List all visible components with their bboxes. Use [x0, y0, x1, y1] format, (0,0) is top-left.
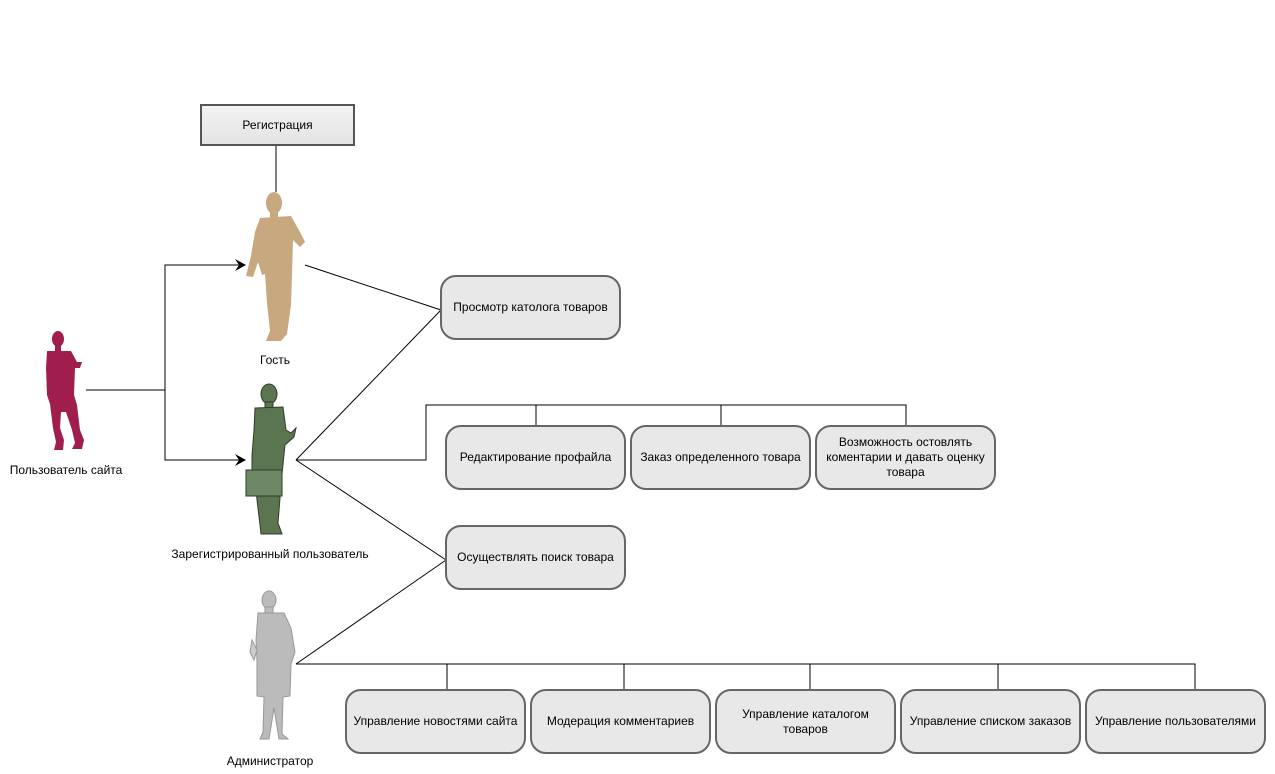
connector-registered-search — [295, 459, 447, 561]
guest-figure — [246, 192, 305, 341]
connector-user-to-registered — [164, 390, 243, 461]
connector-guest-catalog — [304, 264, 442, 311]
connector-registered-catalog — [295, 309, 442, 461]
search-box: Осуществлять поиск товара — [445, 525, 626, 590]
guest-label: Гость — [259, 353, 291, 367]
registered-user-figure — [245, 383, 297, 535]
registered-user-label: Зарегистрированный пользователь — [171, 547, 369, 561]
connector-admin-search — [295, 559, 447, 665]
profile-edit-box: Редактирование профайла — [445, 425, 626, 490]
connector-registered-bus — [296, 404, 907, 461]
comment-moderation-box: Модерация комментариев — [530, 689, 711, 754]
users-management-box: Управление пользователями — [1085, 689, 1266, 754]
comments-rating-box: Возможность остовлять коментарии и дават… — [815, 425, 996, 490]
registration-box: Регистрация — [200, 104, 355, 146]
catalog-view-box: Просмотр католога товаров — [440, 275, 621, 340]
site-user-label: Пользователь сайта — [9, 463, 123, 477]
admin-figure — [249, 590, 296, 740]
news-management-box: Управление новостями сайта — [345, 689, 526, 754]
catalog-management-box: Управление каталогом товаров — [715, 689, 896, 754]
connector-user-branch — [86, 264, 243, 391]
admin-label: Администратор — [226, 754, 314, 768]
orders-management-box: Управление списком заказов — [900, 689, 1081, 754]
order-item-box: Заказ определенного товара — [630, 425, 811, 490]
connector-admin-bus — [296, 663, 1196, 690]
connectors — [86, 145, 1196, 690]
site-user-figure — [46, 331, 84, 450]
